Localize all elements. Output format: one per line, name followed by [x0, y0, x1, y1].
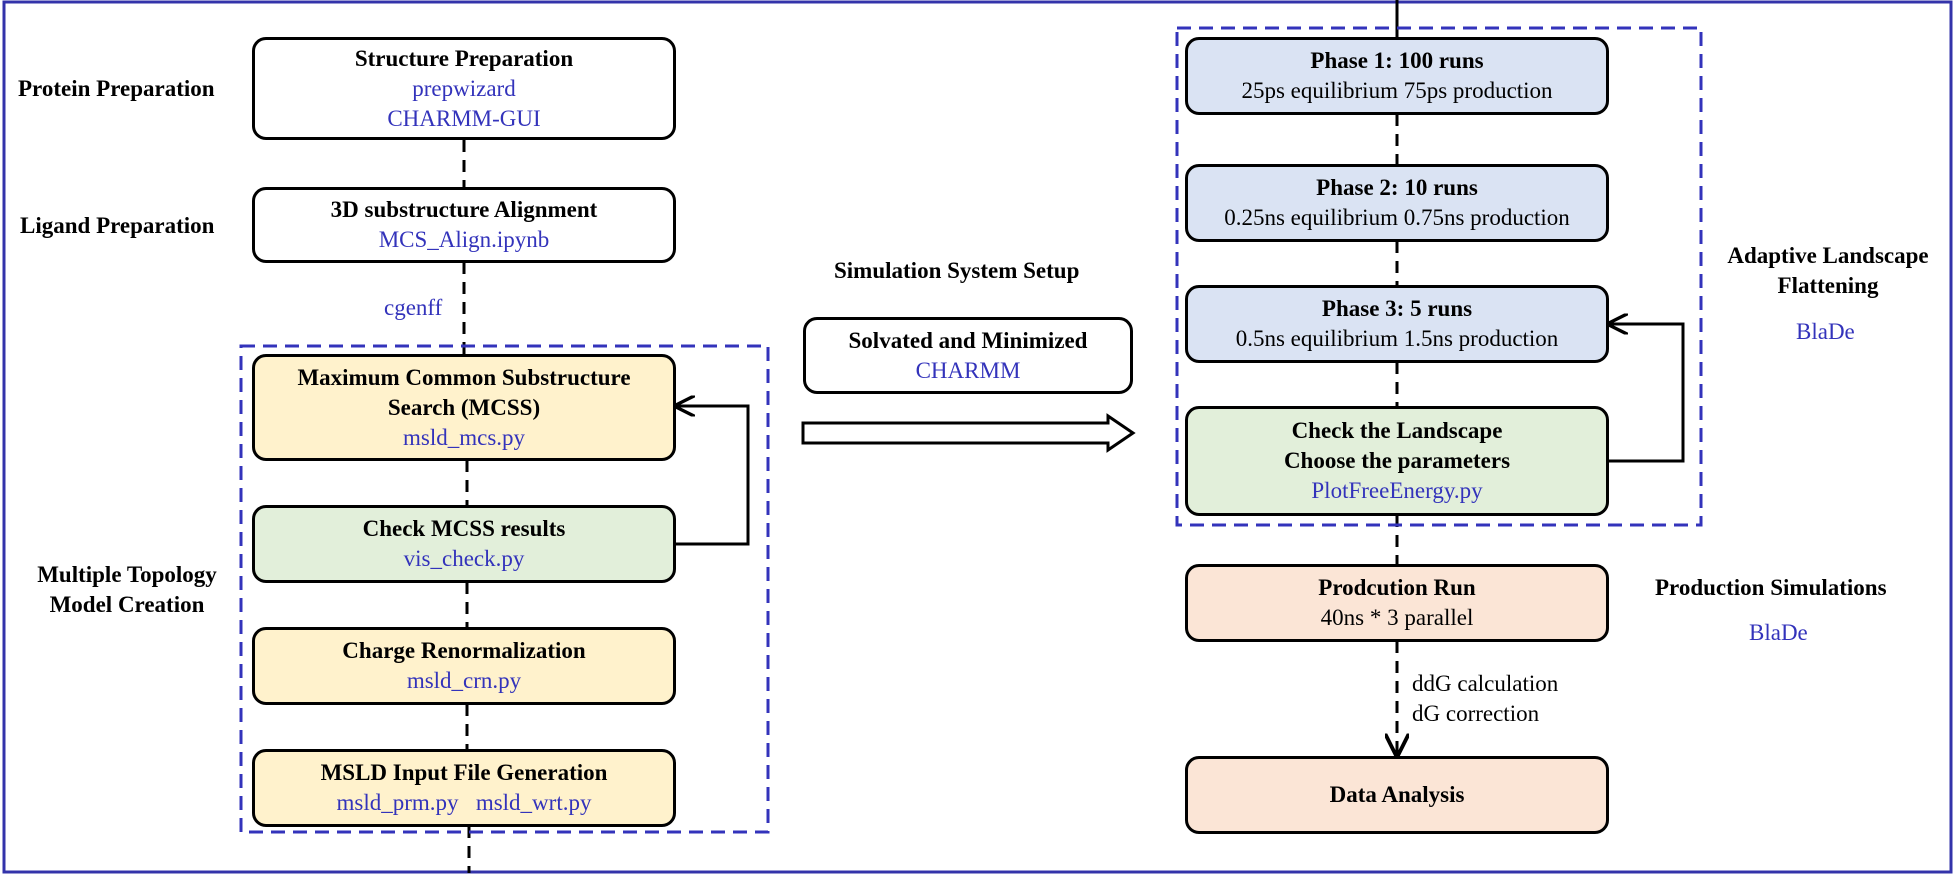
- msld-input-title: MSLD Input File Generation: [320, 760, 608, 785]
- mcss-box[interactable]: Maximum Common Substructure Search (MCSS…: [252, 354, 676, 461]
- charmm-gui-tool: CHARMM-GUI: [387, 105, 541, 131]
- phase1-title: Phase 1: 100 runs: [1310, 48, 1484, 73]
- production-run-box[interactable]: Prodcution Run 40ns * 3 parallel: [1185, 564, 1609, 642]
- substructure-alignment-box[interactable]: 3D substructure Alignment MCS_Align.ipyn…: [252, 187, 676, 263]
- msld-input-tools: msld_prm.py msld_wrt.py: [337, 788, 592, 818]
- production-simulations-label: Production Simulations: [1655, 575, 1887, 600]
- data-analysis-title: Data Analysis: [1329, 782, 1465, 807]
- arrow-notes: ddG calculation dG correction: [1412, 669, 1558, 729]
- big-hollow-arrow: [801, 413, 1136, 453]
- alf-label-line1: Adaptive Landscape: [1727, 243, 1929, 268]
- alf-blade-tool: BlaDe: [1796, 319, 1855, 344]
- phase2-detail: 0.25ns equilibrium 0.75ns production: [1224, 205, 1570, 230]
- solvated-minimized-box[interactable]: Solvated and Minimized CHARMM: [803, 317, 1133, 394]
- multiple-topology-label-line2: Model Creation: [49, 592, 205, 617]
- charge-renormalization-box[interactable]: Charge Renormalization msld_crn.py: [252, 627, 676, 705]
- simulation-setup-label: Simulation System Setup: [834, 258, 1080, 283]
- mcss-title-line2: Search (MCSS): [387, 394, 541, 420]
- phase3-detail: 0.5ns equilibrium 1.5ns production: [1235, 326, 1559, 351]
- phase3-box[interactable]: Phase 3: 5 runs 0.5ns equilibrium 1.5ns …: [1185, 285, 1609, 363]
- msld-input-box[interactable]: MSLD Input File Generation msld_prm.py m…: [252, 749, 676, 827]
- msld-crn-tool: msld_crn.py: [406, 668, 522, 693]
- feedback-arrow-right: [1609, 324, 1685, 463]
- cgenff-label: cgenff: [384, 295, 443, 320]
- production-run-detail: 40ns * 3 parallel: [1320, 605, 1474, 630]
- check-mcss-title: Check MCSS results: [362, 516, 566, 541]
- msld-wrt-tool: msld_wrt.py: [475, 790, 592, 815]
- phase3-title: Phase 3: 5 runs: [1321, 296, 1473, 321]
- charge-renormalization-title: Charge Renormalization: [342, 638, 586, 663]
- data-analysis-box[interactable]: Data Analysis: [1185, 756, 1609, 834]
- ddg-calculation-note: ddG calculation: [1412, 671, 1559, 696]
- phase2-box[interactable]: Phase 2: 10 runs 0.25ns equilibrium 0.75…: [1185, 164, 1609, 242]
- protein-preparation-label: Protein Preparation: [18, 76, 215, 101]
- msld-mcs-tool: msld_mcs.py: [402, 424, 526, 450]
- alf-group-frame: [1175, 26, 1703, 527]
- check-mcss-box[interactable]: Check MCSS results vis_check.py: [252, 505, 676, 583]
- prepwizard-tool: prepwizard: [412, 75, 516, 101]
- phase2-title: Phase 2: 10 runs: [1316, 175, 1478, 200]
- structure-preparation-title: Structure Preparation: [354, 45, 574, 71]
- multiple-topology-label-line1: Multiple Topology: [37, 562, 217, 587]
- charmm-tool: CHARMM: [915, 357, 1021, 383]
- msld-prm-tool: msld_prm.py: [336, 790, 459, 815]
- feedback-arrow-left: [676, 406, 750, 546]
- substructure-alignment-title: 3D substructure Alignment: [330, 197, 598, 222]
- ligand-preparation-label: Ligand Preparation: [20, 213, 215, 238]
- alf-label: Adaptive Landscape Flattening: [1712, 241, 1944, 301]
- production-run-title: Prodcution Run: [1318, 575, 1476, 600]
- alf-label-line2: Flattening: [1777, 273, 1879, 298]
- topology-group-frame: [239, 344, 770, 834]
- structure-preparation-box[interactable]: Structure Preparation prepwizard CHARMM-…: [252, 37, 676, 140]
- phase1-box[interactable]: Phase 1: 100 runs 25ps equilibrium 75ps …: [1185, 37, 1609, 115]
- plot-free-energy-tool: PlotFreeEnergy.py: [1311, 478, 1483, 503]
- mcs-align-tool: MCS_Align.ipynb: [378, 227, 550, 252]
- mcss-title-line1: Maximum Common Substructure: [297, 364, 631, 390]
- check-landscape-title-line1: Check the Landscape: [1291, 418, 1503, 443]
- phase1-detail: 25ps equilibrium 75ps production: [1241, 78, 1553, 103]
- multiple-topology-label: Multiple Topology Model Creation: [16, 560, 238, 620]
- vis-check-tool: vis_check.py: [403, 546, 525, 571]
- production-blade-tool: BlaDe: [1749, 620, 1808, 645]
- check-landscape-title-line2: Choose the parameters: [1283, 448, 1511, 473]
- solvated-minimized-title: Solvated and Minimized: [848, 327, 1088, 353]
- check-landscape-box[interactable]: Check the Landscape Choose the parameter…: [1185, 406, 1609, 516]
- dg-correction-note: dG correction: [1412, 701, 1540, 726]
